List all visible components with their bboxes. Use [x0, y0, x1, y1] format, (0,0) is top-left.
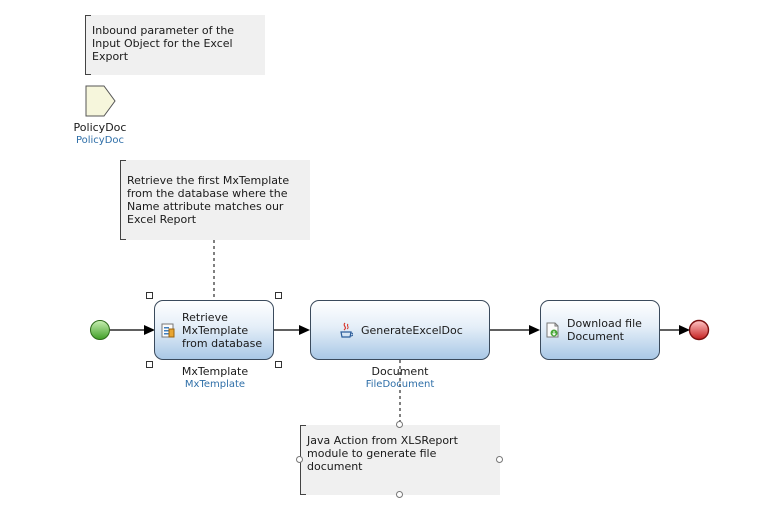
arrow-head: [679, 325, 690, 335]
generate-excel-activity[interactable]: GenerateExcelDoc: [310, 300, 490, 360]
parameter-name: PolicyDoc: [73, 121, 127, 134]
annotation-inbound-parameter[interactable]: Inbound parameter of the Input Object fo…: [85, 15, 265, 75]
database-retrieve-icon: [161, 323, 175, 342]
parameter-type: PolicyDoc: [75, 135, 125, 146]
selection-handle[interactable]: [146, 292, 153, 299]
annotation-text: Java Action from XLSReport module to gen…: [307, 434, 458, 473]
selection-handle[interactable]: [275, 361, 282, 368]
activity-label: GenerateExcelDoc: [361, 324, 463, 337]
arrow-head: [299, 325, 310, 335]
resize-handle[interactable]: [396, 421, 403, 428]
end-event[interactable]: [688, 319, 710, 341]
retrieve-output-type: MxTemplate: [184, 379, 246, 390]
generate-output-name: Document: [371, 365, 429, 378]
file-download-icon: [546, 322, 560, 342]
resize-handle[interactable]: [296, 456, 303, 463]
annotation-text: Inbound parameter of the Input Object fo…: [92, 24, 235, 63]
resize-handle[interactable]: [396, 491, 403, 498]
arrow-head: [529, 325, 540, 335]
activity-label: Download file Document: [567, 317, 642, 343]
annotation-retrieve[interactable]: Retrieve the first MxTemplate from the d…: [120, 160, 310, 240]
start-event[interactable]: [90, 320, 110, 340]
parameter-shape[interactable]: [85, 85, 116, 117]
resize-handle[interactable]: [496, 456, 503, 463]
annotation-java-action[interactable]: Java Action from XLSReport module to gen…: [300, 425, 500, 495]
retrieve-output-name: MxTemplate: [181, 365, 249, 378]
selection-handle[interactable]: [146, 361, 153, 368]
download-file-activity[interactable]: Download file Document: [540, 300, 660, 360]
arrow-head: [144, 325, 155, 335]
generate-output-type: FileDocument: [365, 379, 435, 390]
annotation-text: Retrieve the first MxTemplate from the d…: [127, 174, 290, 226]
retrieve-activity[interactable]: Retrieve MxTemplate from database: [154, 300, 274, 360]
selection-handle[interactable]: [275, 292, 282, 299]
java-action-icon: [339, 322, 354, 343]
activity-label: Retrieve MxTemplate from database: [182, 311, 263, 350]
